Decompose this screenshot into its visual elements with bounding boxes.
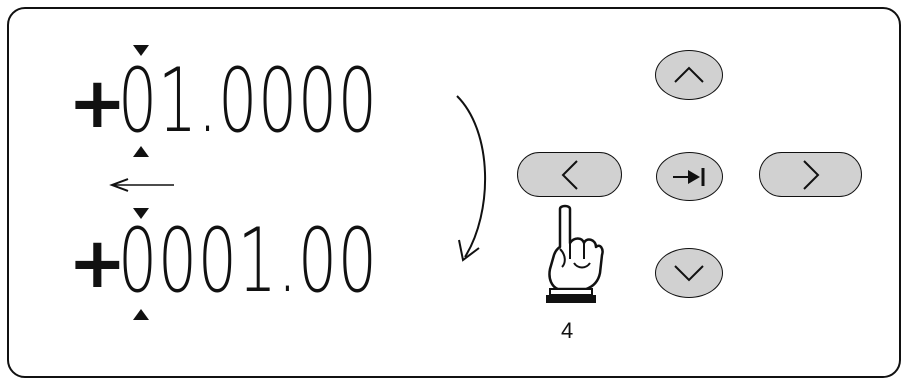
bottom-cursor-caret-above bbox=[133, 208, 149, 219]
curved-transition-arrow-icon bbox=[456, 95, 486, 262]
bottom-readout-sign: + bbox=[68, 222, 127, 304]
top-readout: + 01.0000 bbox=[68, 46, 489, 156]
chevron-right-icon bbox=[802, 159, 819, 190]
top-cursor-caret-above bbox=[133, 45, 149, 56]
bottom-cursor-caret-below bbox=[133, 309, 149, 320]
chevron-left-icon bbox=[561, 159, 578, 190]
bottom-readout-digits: 0001.00 bbox=[118, 209, 378, 312]
right-button[interactable] bbox=[759, 152, 862, 197]
tab-enter-icon bbox=[672, 167, 704, 186]
down-button[interactable] bbox=[655, 248, 723, 298]
chevron-up-icon bbox=[674, 66, 704, 83]
up-button[interactable] bbox=[655, 50, 723, 100]
display-panel-frame bbox=[7, 7, 901, 378]
top-cursor-caret-below bbox=[133, 146, 149, 157]
left-button[interactable] bbox=[517, 152, 622, 197]
pointing-hand-icon bbox=[546, 204, 604, 303]
top-readout-sign: + bbox=[68, 62, 127, 144]
enter-button[interactable] bbox=[656, 152, 723, 201]
bottom-readout: + 0001.00 bbox=[68, 206, 489, 316]
chevron-down-icon bbox=[674, 265, 704, 282]
shift-left-arrow-icon bbox=[109, 178, 174, 192]
top-readout-digits: 01.0000 bbox=[118, 49, 378, 152]
pointer-step-number: 4 bbox=[561, 318, 574, 343]
